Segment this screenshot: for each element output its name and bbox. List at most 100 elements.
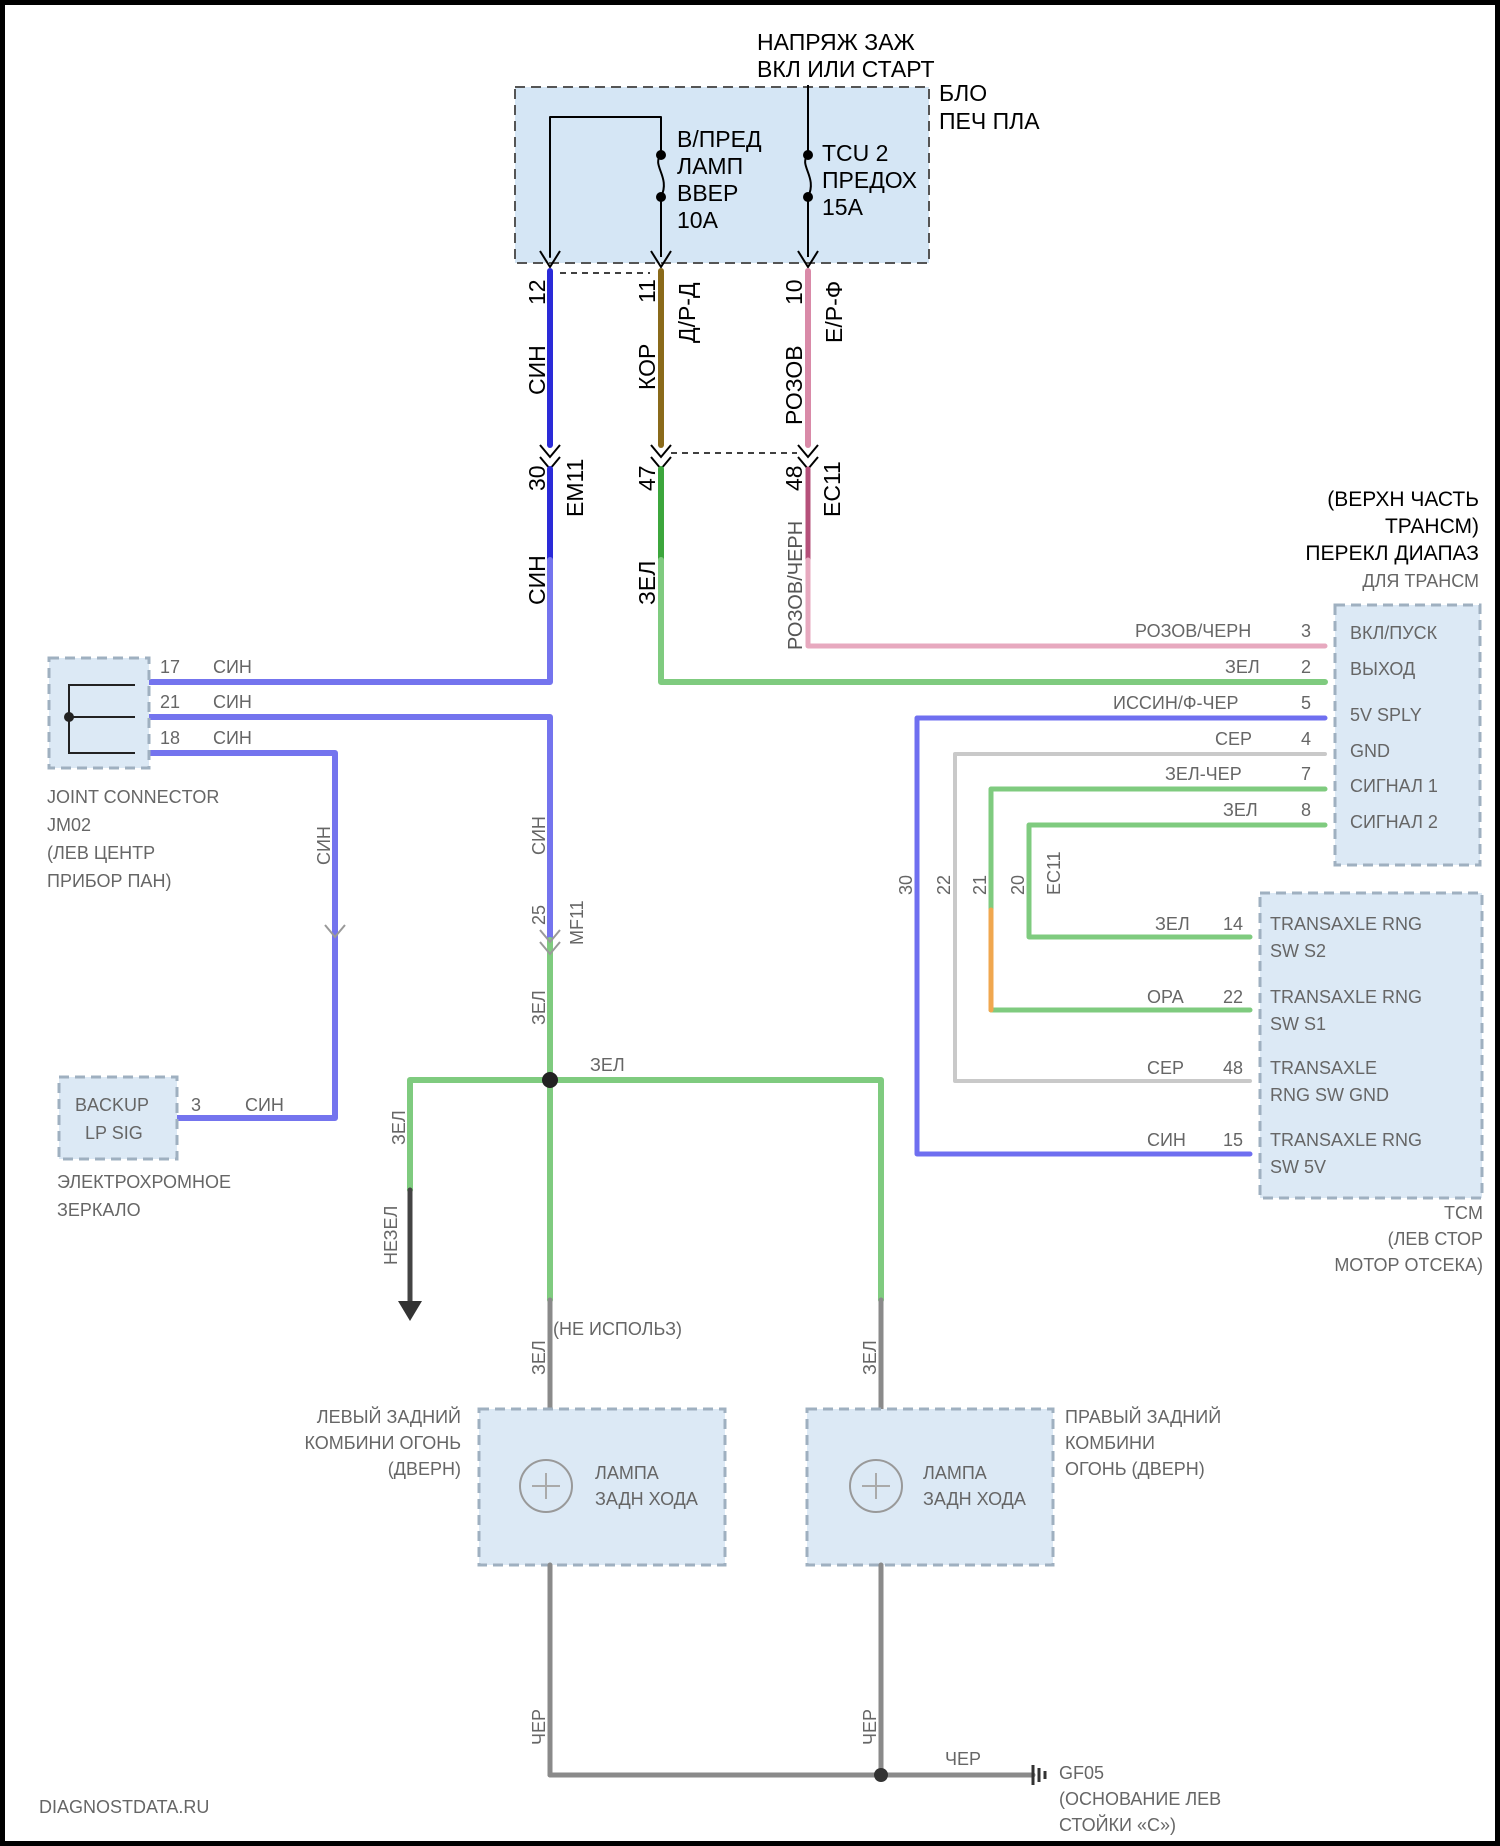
mf11-wire-below: ЗЕЛ xyxy=(529,990,549,1025)
switch-name-3: ВКЛ/ПУСК xyxy=(1350,623,1438,643)
switch-pin-8: 8 xyxy=(1301,800,1311,820)
joint-label-line4: ПРИБОР ПАН) xyxy=(47,871,171,891)
arrow-down-icon-unused xyxy=(398,1301,422,1321)
conn-mid-pin-48: 48 xyxy=(781,465,807,491)
tcm-pin-48: 48 xyxy=(1223,1058,1243,1078)
lamp-right-wire-top: ЗЕЛ xyxy=(860,1340,880,1375)
tcm-label-line1: TCM xyxy=(1444,1203,1483,1223)
switch-pin-5: 5 xyxy=(1301,693,1311,713)
mirror-box-line1: BACKUP xyxy=(75,1095,149,1115)
switch-wire-2: ЗЕЛ xyxy=(1225,657,1260,677)
lamp-right-box xyxy=(807,1409,1053,1565)
conn-mid-pin-47: 47 xyxy=(634,465,660,491)
lamp-left-label-line1: ЛЕВЫЙ ЗАДНИЙ xyxy=(317,1406,461,1427)
fuse-box-label-line2: ПЕЧ ПЛА xyxy=(939,108,1040,134)
ground-label-line2: СТОЙКИ «С») xyxy=(1059,1814,1176,1835)
unused-wire-label: ЗЕЛ xyxy=(389,1110,409,1145)
ground-junction-dot xyxy=(874,1768,888,1782)
tcm-label-line3: МОТОР ОТСЕКА) xyxy=(1334,1255,1483,1275)
joint-label-line2: JM02 xyxy=(47,815,91,835)
lamp-left-box xyxy=(479,1409,725,1565)
joint-connector-box xyxy=(49,658,149,768)
conn-mid-ec11: ЕС11 xyxy=(819,461,845,517)
fuse2-rating: 15А xyxy=(822,194,864,220)
conn-mid-wire-47: ЗЕЛ xyxy=(634,561,660,605)
conn-top-wire-12: СИН xyxy=(524,345,550,395)
switch-name-8: СИГНАЛ 2 xyxy=(1350,812,1438,832)
lamp-right-label-line3: ОГОНЬ (ДВЕРН) xyxy=(1065,1459,1205,1479)
ground-code: GF05 xyxy=(1059,1763,1104,1783)
mirror-box-line2: LP SIG xyxy=(85,1123,143,1143)
mirror-label-line2: ЗЕРКАЛО xyxy=(57,1200,141,1220)
switch-wire-8: ЗЕЛ xyxy=(1223,800,1258,820)
fuse2-line1: TCU 2 xyxy=(822,140,888,166)
tcm-pin-22: 22 xyxy=(1223,987,1243,1007)
tcm-pin-14: 14 xyxy=(1223,914,1243,934)
fuse-box-label-line1: БЛО xyxy=(939,80,987,106)
ec11-pin-30: 30 xyxy=(896,875,916,895)
lamp-left-label-line3: (ДВЕРН) xyxy=(388,1459,461,1479)
lamp-left-label-line2: КОМБИНИ ОГОНЬ xyxy=(304,1433,461,1453)
fuse1-line2: ЛАМП xyxy=(677,153,743,179)
switch-name-5: 5V SPLY xyxy=(1350,705,1422,725)
ec11-connector: ЕС11 xyxy=(1044,851,1064,895)
tcm-name-14-l2: SW S2 xyxy=(1270,941,1326,961)
mf11-wire-above: СИН xyxy=(529,816,549,855)
switch-pin-7: 7 xyxy=(1301,764,1311,784)
switch-name-2: ВЫХОД xyxy=(1350,659,1415,679)
tcm-name-15-l2: SW 5V xyxy=(1270,1157,1326,1177)
joint-wire-vertical: СИН xyxy=(314,826,334,865)
lamp-left-line2: ЗАДН ХОДА xyxy=(595,1489,698,1509)
junction-dot xyxy=(542,1072,558,1088)
mirror-wire: СИН xyxy=(245,1095,284,1115)
joint-pin-18: 18 xyxy=(160,728,180,748)
watermark-text: DIAGNOSTDATA.RU xyxy=(39,1797,209,1817)
joint-pin-21: 21 xyxy=(160,692,180,712)
lamp-right-line2: ЗАДН ХОДА xyxy=(923,1489,1026,1509)
wire-blue-to-joint-17 xyxy=(135,560,550,682)
wire-blue-to-mirror xyxy=(135,753,335,1118)
joint-wire-21: СИН xyxy=(213,692,252,712)
conn-top-wire-11: КОР xyxy=(634,344,660,390)
lamp-right-label-line1: ПРАВЫЙ ЗАДНИЙ xyxy=(1065,1406,1221,1427)
unused-wire-lower: НЕЗЕЛ xyxy=(381,1206,401,1265)
lamp-right-label-line2: КОМБИНИ xyxy=(1065,1433,1155,1453)
lamp-left-line1: ЛАМПА xyxy=(595,1463,659,1483)
conn-mid-wire-48: РОЗОВ/ЧЕРН xyxy=(785,521,807,650)
tcm-pin-15: 15 xyxy=(1223,1130,1243,1150)
mf11-connector: МF11 xyxy=(567,900,587,945)
tcm-wire-22: ОРА xyxy=(1147,987,1184,1007)
mf11-pin: 25 xyxy=(529,905,549,925)
switch-label-line1: (ВЕРХН ЧАСТЬ xyxy=(1327,488,1479,511)
switch-pin-3: 3 xyxy=(1301,621,1311,641)
tcm-wire-15: СИН xyxy=(1147,1130,1186,1150)
lamp-left-wire-top: ЗЕЛ xyxy=(529,1340,549,1375)
switch-pin-4: 4 xyxy=(1301,729,1311,749)
switch-label-line2: ТРАНСМ) xyxy=(1385,515,1479,538)
fuse1-line3: ВВЕР xyxy=(677,180,738,206)
conn-top-pin-11: 11 xyxy=(634,279,660,303)
conn-mid-em11: ЕМ11 xyxy=(562,459,588,517)
ec11-pin-20: 20 xyxy=(1008,875,1028,895)
conn-top-extra-11: Д/Р-Д xyxy=(674,282,700,343)
tcm-box xyxy=(1260,893,1482,1198)
joint-wire-17: СИН xyxy=(213,657,252,677)
switch-name-7: СИГНАЛ 1 xyxy=(1350,776,1438,796)
joint-label-line3: (ЛЕВ ЦЕНТР xyxy=(47,843,155,863)
wiring-diagram: НАПРЯЖ ЗАЖ ВКЛ ИЛИ СТАРТ БЛО ПЕЧ ПЛА В/П… xyxy=(5,5,1495,1841)
conn-mid-wire-30: СИН xyxy=(524,555,550,605)
tcm-name-22-l1: TRANSAXLE RNG xyxy=(1270,987,1422,1007)
lamp-right-line1: ЛАМПА xyxy=(923,1463,987,1483)
tcm-label-line2: (ЛЕВ СТОР xyxy=(1388,1229,1483,1249)
ec11-pin-22: 22 xyxy=(934,875,954,895)
tcm-name-22-l2: SW S1 xyxy=(1270,1014,1326,1034)
tcm-name-15-l1: TRANSAXLE RNG xyxy=(1270,1130,1422,1150)
switch-wire-4: СЕР xyxy=(1215,729,1252,749)
mirror-label-line1: ЭЛЕКТРОХРОМНОЕ xyxy=(57,1172,231,1192)
fuse1-line1: В/ПРЕД xyxy=(677,126,762,152)
switch-label-line4: ДЛЯ ТРАНСМ xyxy=(1362,571,1479,591)
tcm-wire-14: ЗЕЛ xyxy=(1155,914,1190,934)
fuse2-line2: ПРЕДОХ xyxy=(822,167,917,193)
conn-mid-pin-30: 30 xyxy=(524,465,550,491)
